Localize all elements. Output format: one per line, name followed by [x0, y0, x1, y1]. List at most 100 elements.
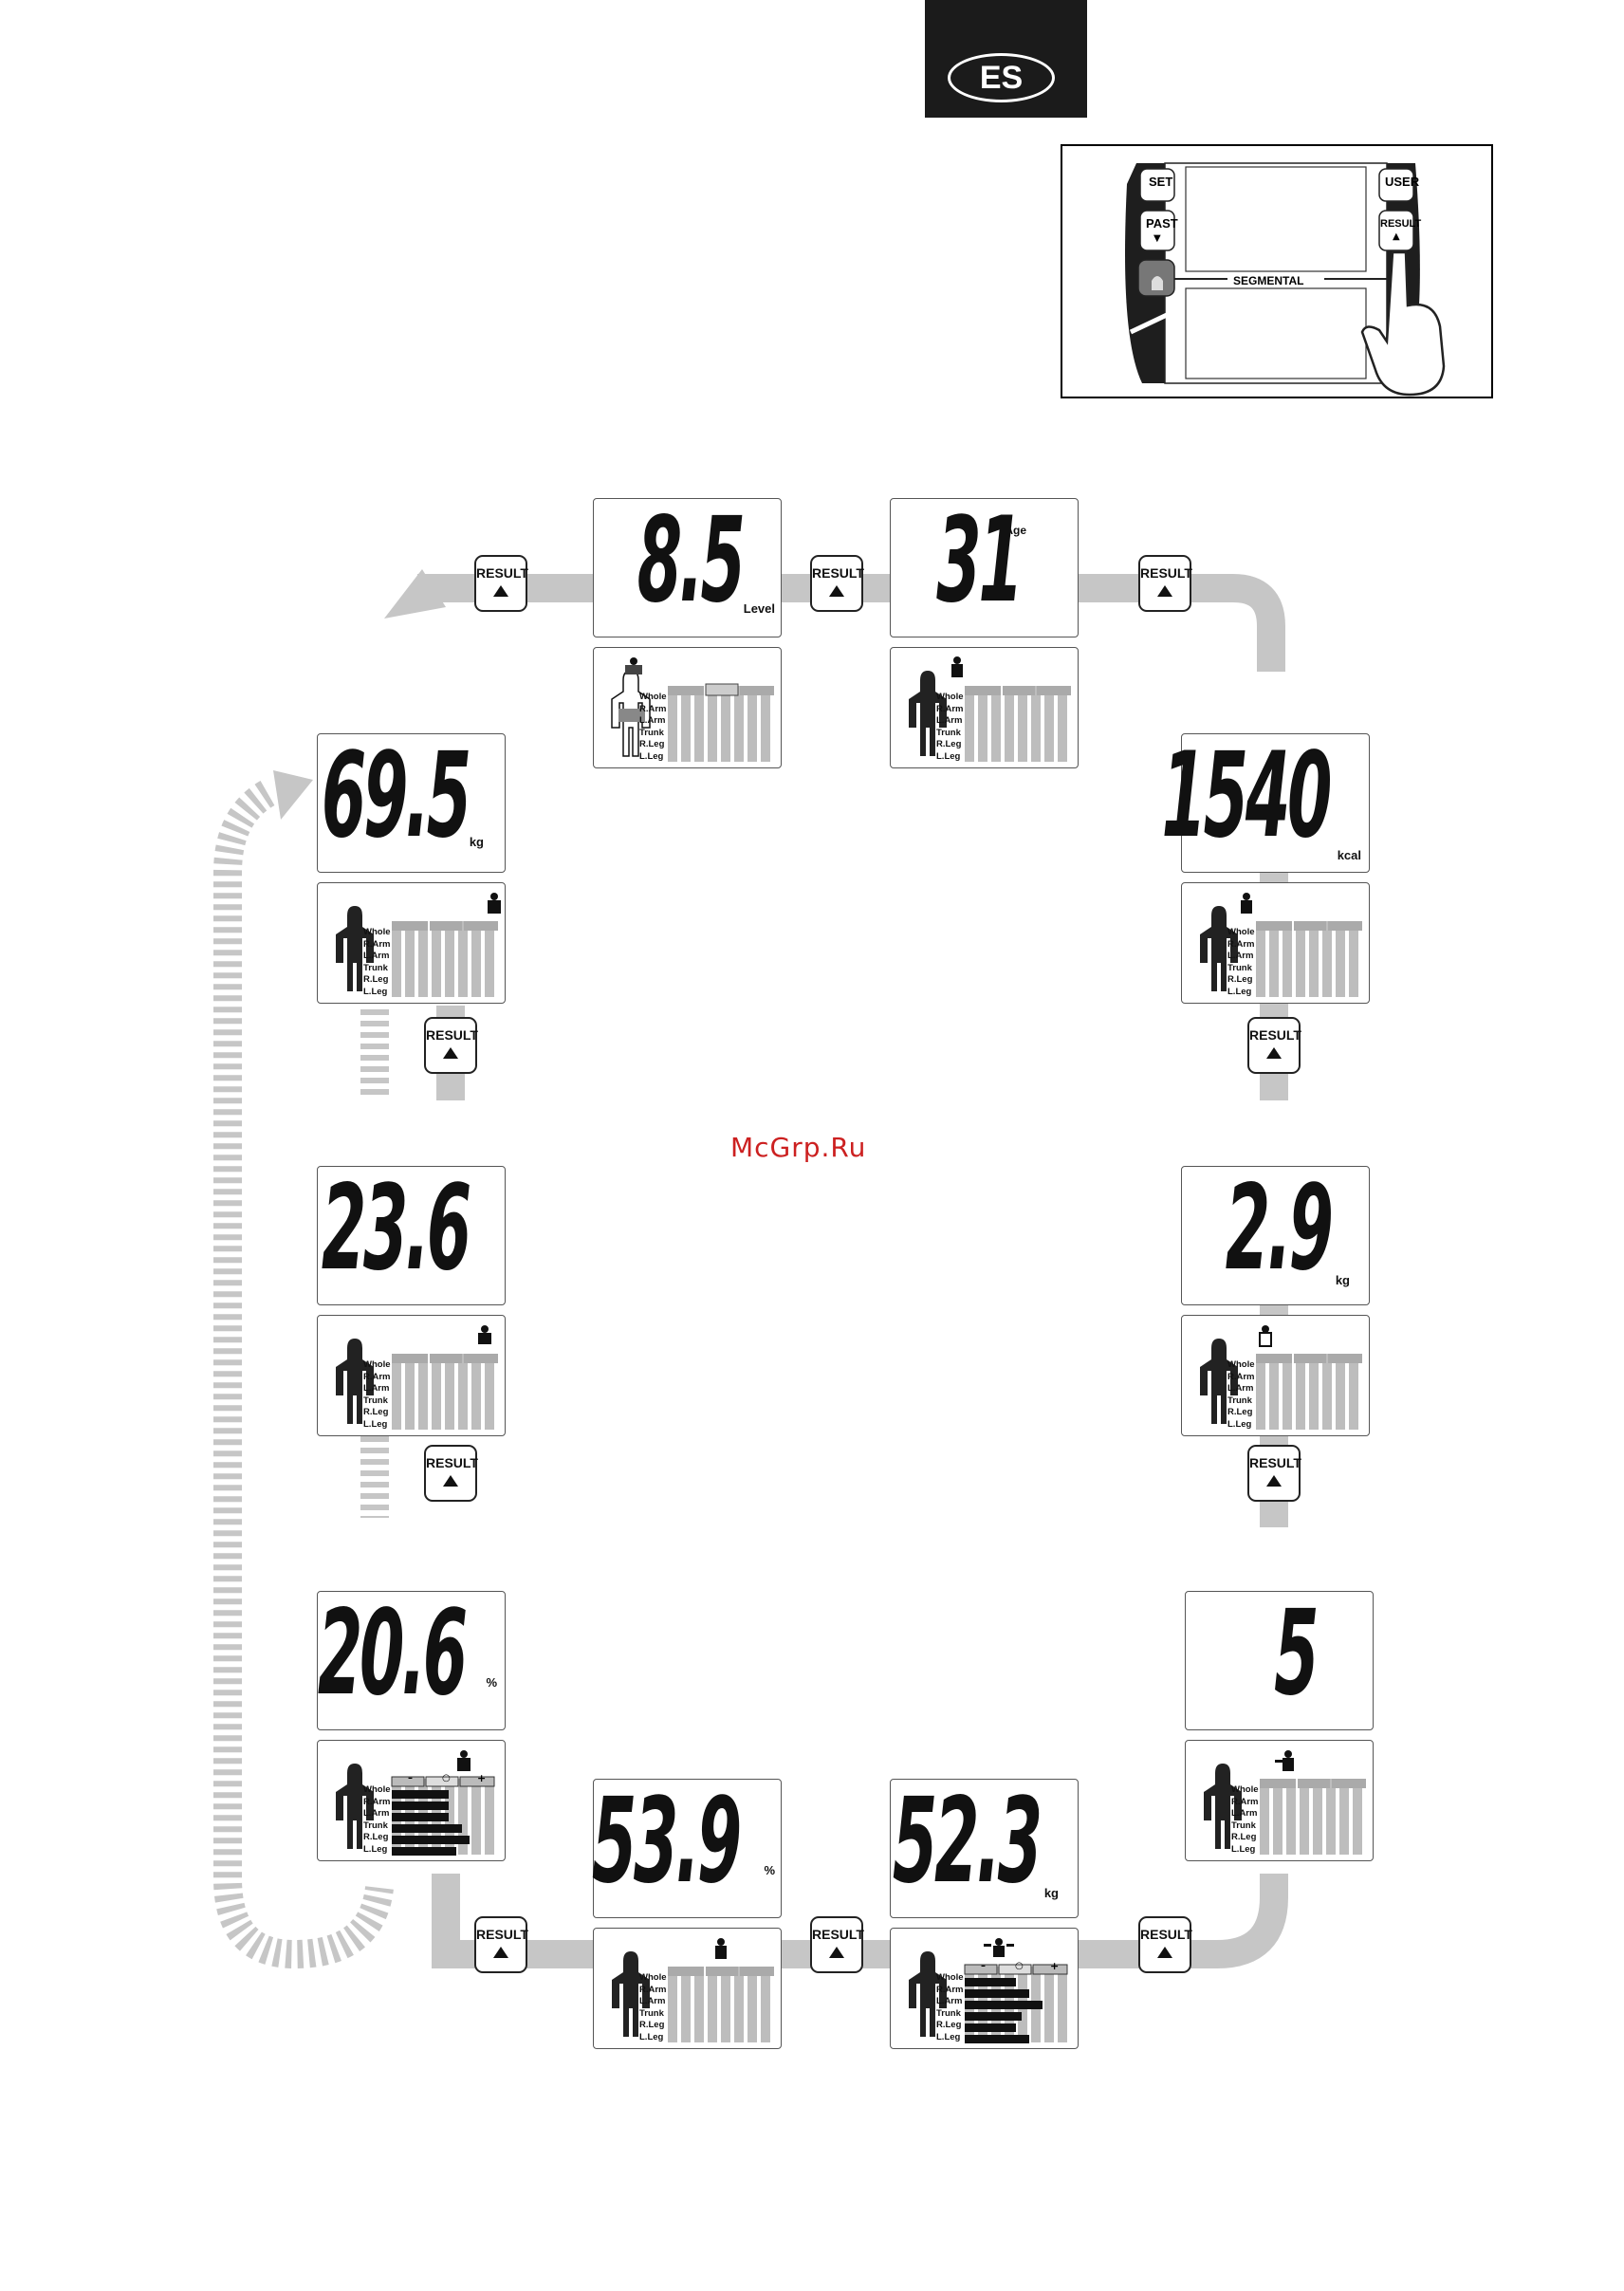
set-button[interactable]: SET: [1149, 175, 1173, 189]
metabolic-age-label: Age: [1005, 524, 1026, 537]
physique-icon: [1275, 1750, 1294, 1771]
up-arrow-icon: [1157, 1947, 1172, 1958]
muscle-mass-value: 52.3: [892, 1773, 1043, 1910]
daily-calories-graph: [1200, 893, 1362, 997]
past-down-arrow-icon: ▼: [1153, 233, 1161, 244]
result-button[interactable]: RESULT: [1247, 1017, 1301, 1074]
dashed-return-loop: [213, 770, 394, 1969]
weight-graph: [336, 893, 501, 997]
up-arrow-icon: [493, 1947, 508, 1958]
bottom-flow-track: [432, 1874, 1096, 1968]
bmi-value: 23.6: [321, 1160, 471, 1297]
body-figure-icon: [909, 671, 947, 756]
control-panel-inset: SET USER PAST ▼ RESULT ▲ SEGMENTAL: [1061, 144, 1493, 398]
body-figure-icon: [1204, 1764, 1242, 1849]
body-figure-icon: [336, 1339, 374, 1424]
body-fat-icon: [457, 1750, 471, 1771]
body-fat-unit: %: [486, 1675, 497, 1690]
body-fat-display: 20.6 %: [317, 1585, 506, 1730]
bmi-graph: [336, 1325, 498, 1430]
physique-rating-value: 5: [1273, 1585, 1319, 1722]
bone-mass-unit: kg: [1335, 1273, 1350, 1287]
visceral-fat-unit: Level: [743, 601, 775, 616]
weight-icon: [488, 893, 501, 914]
up-arrow-icon: [493, 585, 508, 597]
metabolic-age-display: Age 31: [890, 492, 1079, 637]
muscle-mass-icon: [984, 1938, 1014, 1957]
weight-value: 69.5: [321, 728, 471, 864]
body-figure-icon: [612, 1951, 650, 2037]
weight-unit: kg: [469, 835, 484, 849]
result-button[interactable]: RESULT: [810, 1916, 864, 1973]
language-badge: ES: [948, 53, 1055, 102]
bottom-right-flow-track: [1096, 1874, 1288, 1968]
metabolic-age-graph: [909, 656, 1071, 762]
body-water-value: 53.9: [591, 1773, 742, 1910]
body-fat-value: 20.6: [317, 1585, 468, 1722]
control-panel-drawing: [1125, 162, 1446, 397]
result-button[interactable]: RESULT: [1138, 555, 1192, 612]
result-button[interactable]: RESULT: [1380, 218, 1422, 230]
daily-calories-unit: kcal: [1337, 848, 1361, 862]
past-button[interactable]: PAST: [1146, 216, 1178, 231]
metabolic-age-icon: [951, 656, 963, 677]
visceral-fat-icon: [625, 657, 642, 674]
result-button[interactable]: RESULT: [424, 1017, 478, 1074]
daily-calories-value: 1540: [1161, 728, 1332, 864]
scale-plus: +: [1050, 1960, 1060, 1972]
body-fat-bars: [392, 1790, 470, 1856]
weight-display: 69.5 kg: [317, 728, 506, 873]
result-button[interactable]: RESULT: [1247, 1445, 1301, 1502]
visceral-fat-display: 8.5 Level: [593, 492, 782, 637]
metabolic-age-value: 31: [936, 492, 1024, 629]
muscle-mass-unit: kg: [1043, 1886, 1059, 1900]
body-figure-icon: [909, 1951, 947, 2037]
physique-rating-graph: [1204, 1750, 1366, 1855]
calories-icon: [1241, 893, 1252, 914]
result-button[interactable]: RESULT: [474, 555, 528, 612]
user-button[interactable]: USER: [1385, 175, 1420, 189]
physique-rating-display: 5: [1185, 1585, 1374, 1730]
left-arrow-icon: [384, 569, 446, 619]
up-arrow-icon: [829, 1947, 844, 1958]
bone-mass-display: 2.9 kg: [1181, 1160, 1370, 1305]
scale-normal: ○: [442, 1773, 451, 1783]
muscle-mass-display: 52.3 kg: [890, 1773, 1079, 1918]
result-button[interactable]: RESULT: [810, 555, 864, 612]
body-figure-icon: [336, 1764, 374, 1849]
muscle-mass-bars: [965, 1978, 1043, 2043]
body-water-unit: %: [764, 1863, 775, 1877]
bmi-display: 23.6: [317, 1160, 506, 1305]
up-arrow-icon: [443, 1475, 458, 1487]
body-figure-icon: [1200, 1339, 1238, 1424]
result-button[interactable]: RESULT: [424, 1445, 478, 1502]
up-arrow-icon: [443, 1047, 458, 1059]
segmental-label: SEGMENTAL: [1233, 274, 1304, 287]
result-button[interactable]: RESULT: [474, 1916, 528, 1973]
up-arrow-icon: [1266, 1475, 1282, 1487]
bmi-icon: [478, 1325, 491, 1344]
body-water-icon: [715, 1938, 727, 1959]
result-button[interactable]: RESULT: [1138, 1916, 1192, 1973]
body-figure-icon: [336, 906, 374, 991]
body-figure-icon: [1200, 906, 1238, 991]
visceral-fat-value: 8.5: [637, 492, 746, 629]
scale-minus: –: [408, 1773, 413, 1783]
result-up-arrow-icon: ▲: [1393, 231, 1400, 242]
